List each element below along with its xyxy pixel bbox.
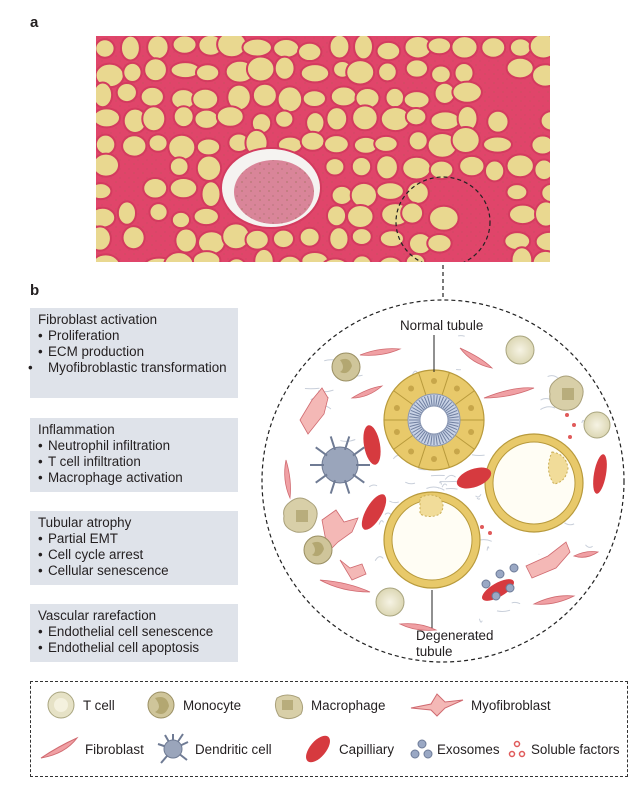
macrophage-icon: [274, 694, 304, 720]
normal-tubule-label: Normal tubule: [400, 318, 484, 333]
legend-macrophage: Macrophage: [269, 690, 385, 720]
legend-myofibroblast: Myofibroblast: [407, 690, 551, 720]
box-title: Inflammation: [38, 422, 115, 437]
box-item: •Endothelial cell apoptosis: [38, 640, 200, 655]
box-tubular-atrophy: Tubular atrophy •Partial EMT •Cell cycle…: [30, 511, 238, 585]
dendritic-cell: [310, 436, 370, 494]
macrophages: [283, 375, 584, 533]
box-item: •Cellular senescence: [38, 563, 169, 578]
box-item: •ECM production: [38, 344, 145, 359]
box-item: •Macrophage activation: [38, 470, 183, 485]
degenerated-tubule: [383, 491, 481, 589]
soluble-factors: [480, 413, 576, 535]
myofibroblast-icon: [410, 693, 464, 717]
box-item: •Partial EMT: [38, 531, 118, 546]
exosomes-icon: [410, 739, 433, 759]
normal-tubule: [383, 369, 485, 471]
box-fibroblast-activation: Fibroblast activation •Proliferation •EC…: [28, 308, 238, 398]
legend-dendritic-cell: Dendritic cell: [155, 732, 272, 766]
panel-b-label: b: [30, 282, 40, 299]
box-title: Tubular atrophy: [38, 515, 132, 530]
box-item: •Proliferation: [38, 328, 120, 343]
legend-t-cell: T cell: [43, 690, 115, 720]
myofibroblasts: [299, 387, 571, 581]
legend-exosomes: Exosomes: [409, 734, 500, 764]
histology-image: [96, 36, 550, 262]
t-cells: [375, 335, 611, 617]
box-item: •Myofibroblastic transformation: [28, 360, 227, 375]
soluble-factors-icon: [508, 740, 526, 758]
exosomes: [481, 563, 519, 601]
monocytes: [303, 352, 361, 565]
box-inflammation: Inflammation •Neutrophil infiltration •T…: [30, 418, 238, 492]
legend-capillary: Capilliary: [301, 734, 394, 764]
capillary-icon: [306, 735, 330, 763]
panel-a-label: a: [30, 14, 39, 31]
box-title: Vascular rarefaction: [38, 608, 157, 623]
box-item: •Neutrophil infiltration: [38, 438, 171, 453]
monocyte-icon: [147, 691, 175, 719]
fibroblast-icon: [40, 736, 79, 759]
degenerated-tubule-label: Degenerated tubule: [416, 628, 494, 659]
legend-fibroblast: Fibroblast: [37, 734, 144, 764]
dendritic-cell-icon: [157, 733, 189, 764]
legend-soluble-factors: Soluble factors: [507, 734, 620, 764]
t-cell-icon: [47, 691, 75, 719]
box-item: •Cell cycle arrest: [38, 547, 144, 562]
box-item: •Endothelial cell senescence: [38, 624, 214, 639]
legend-monocyte: Monocyte: [143, 690, 241, 720]
capillaries: [361, 425, 607, 601]
box-title: Fibroblast activation: [38, 312, 158, 327]
legend: T cell Monocyte Macrophage Myofibroblast…: [30, 681, 628, 777]
fibroblasts: [284, 347, 600, 631]
tissue-diagram: [261, 265, 625, 663]
box-item: •T cell infiltration: [38, 454, 141, 469]
box-vascular-rarefaction: Vascular rarefaction •Endothelial cell s…: [30, 604, 238, 662]
degenerated-tubule-2: [484, 433, 584, 533]
